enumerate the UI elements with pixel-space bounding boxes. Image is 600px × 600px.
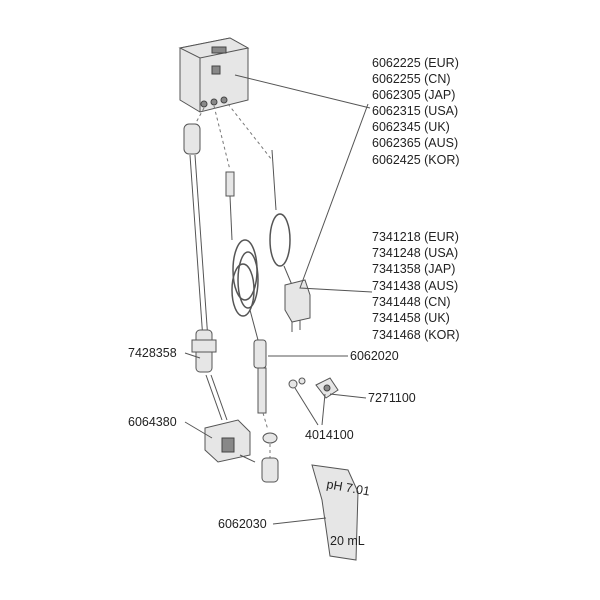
co2-tube bbox=[183, 123, 228, 421]
power-supply-part-list: 7341218 (EUR) 7341248 (USA) 7341358 (JAP… bbox=[372, 230, 460, 342]
controller-unit bbox=[178, 37, 250, 113]
part-number: 7341218 (EUR) bbox=[372, 230, 459, 244]
holder-part-number: 7271100 bbox=[368, 391, 416, 405]
part-number: 6062425 (KOR) bbox=[372, 153, 460, 167]
part-number: 6062315 (USA) bbox=[372, 104, 458, 118]
ph-electrode bbox=[225, 171, 279, 483]
part-number: 6062255 (CN) bbox=[372, 72, 451, 86]
check-valve bbox=[191, 329, 217, 373]
part-number: 7341438 (AUS) bbox=[372, 279, 458, 293]
pouch-volume: 20 mL bbox=[330, 534, 365, 548]
part-number: 7341468 (KOR) bbox=[372, 328, 460, 342]
part-number: 7341358 (JAP) bbox=[372, 262, 455, 276]
valve-part-number: 7428358 bbox=[128, 346, 177, 360]
solenoid-valve bbox=[204, 419, 256, 463]
part-number: 7341248 (USA) bbox=[372, 246, 458, 260]
controller-part-list: 6062225 (EUR) 6062255 (CN) 6062305 (JAP)… bbox=[372, 56, 460, 167]
leader-lines bbox=[184, 74, 373, 525]
suction-cup-part-number: 4014100 bbox=[305, 428, 354, 442]
part-number: 7341458 (UK) bbox=[372, 311, 450, 325]
part-number: 6062365 (AUS) bbox=[372, 136, 458, 150]
part-number: 6062305 (JAP) bbox=[372, 88, 455, 102]
pouch-part-number: 6062030 bbox=[218, 517, 267, 531]
suction-cups bbox=[288, 377, 306, 389]
power-supply bbox=[269, 149, 311, 332]
part-number: 6062345 (UK) bbox=[372, 120, 450, 134]
solenoid-part-number: 6064380 bbox=[128, 415, 177, 429]
part-number: 7341448 (CN) bbox=[372, 295, 451, 309]
part-number: 6062225 (EUR) bbox=[372, 56, 459, 70]
electrode-part-number: 6062020 bbox=[350, 349, 399, 363]
buffer-pouch: pH 7.01 20 mL bbox=[311, 464, 371, 561]
electrode-holder bbox=[315, 377, 339, 399]
